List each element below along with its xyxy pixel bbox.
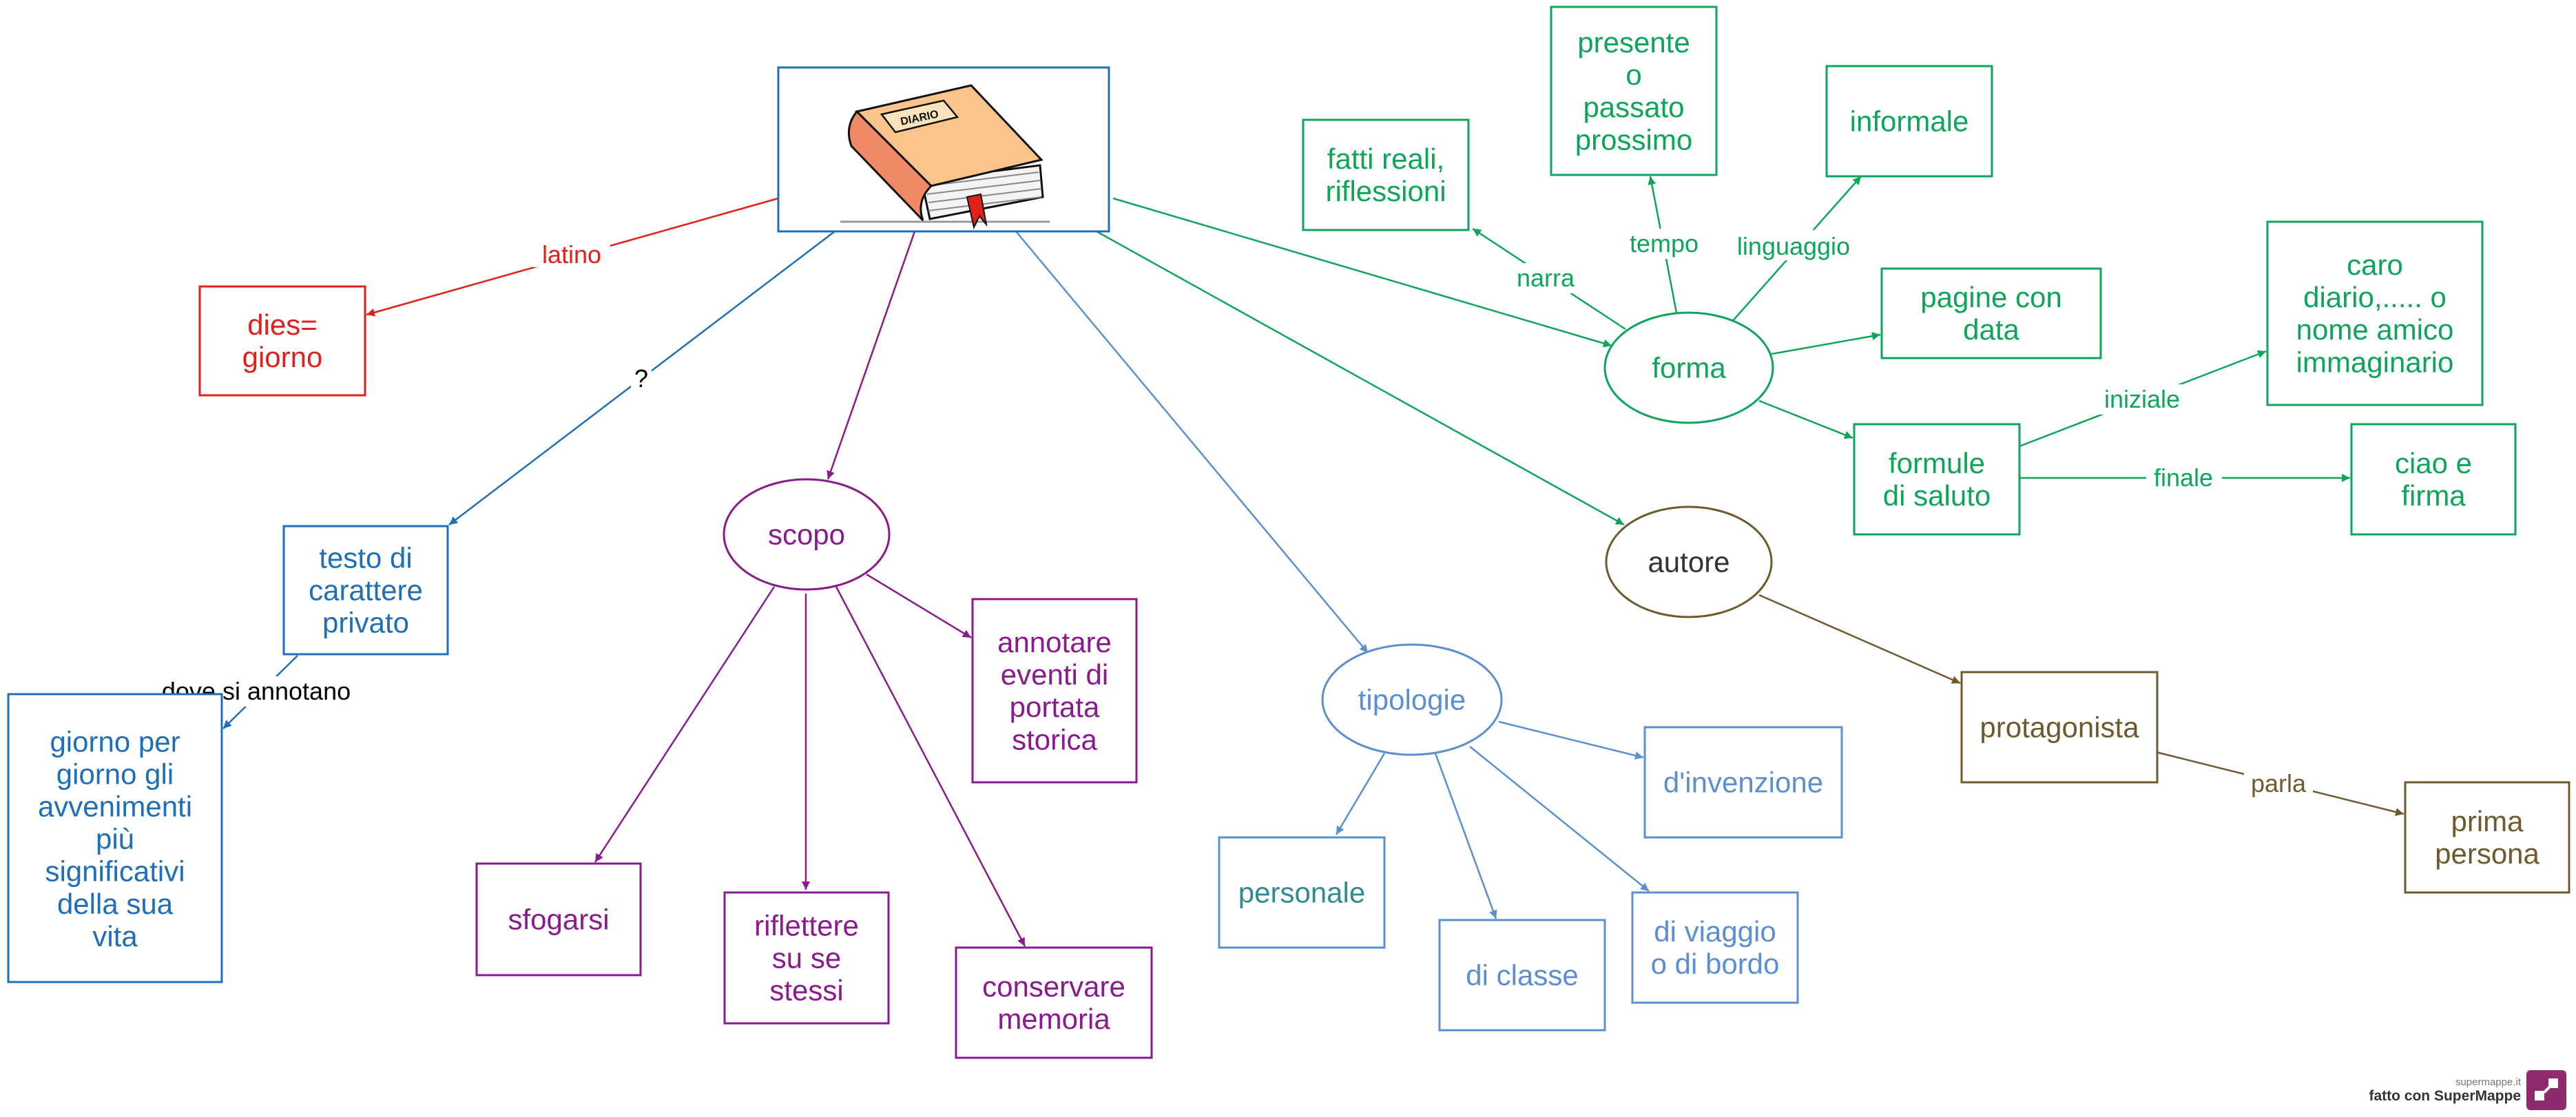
node-autore[interactable]: autore [1605, 505, 1773, 618]
node-informale[interactable]: informale [1825, 65, 1993, 178]
edge-tipologie-diclasse [1434, 753, 1497, 919]
link-label-parla: parla [2251, 769, 2307, 797]
node-forma[interactable]: forma [1603, 311, 1774, 424]
link-label-tempo: tempo [1630, 229, 1699, 258]
edge-forma-pagine [1771, 332, 1881, 355]
node-invenzione-label: d'invenzione [1663, 766, 1823, 799]
edge-diario-scopo [827, 231, 916, 480]
node-informale-label: informale [1850, 105, 1969, 138]
node-sfogarsi[interactable]: sfogarsi [475, 862, 642, 977]
edge-tipologie-invenzione [1498, 720, 1644, 760]
node-dies-label: dies=giorno [242, 309, 323, 373]
node-diclasse[interactable]: di classe [1438, 919, 1606, 1032]
node-forma-label: forma [1652, 352, 1726, 384]
node-protagonista[interactable]: protagonista [1960, 671, 2159, 784]
node-scopo-label: scopo [768, 519, 845, 551]
edge-scopo-sfogarsi [594, 586, 776, 863]
node-autore-label: autore [1648, 546, 1730, 578]
node-tipologie[interactable]: tipologie [1321, 643, 1503, 756]
link-label-narra: narra [1517, 264, 1575, 292]
footer-site: supermappe.it [2455, 1076, 2521, 1088]
node-personale[interactable]: personale [1218, 836, 1386, 949]
edge-diario-forma [1112, 197, 1612, 348]
link-label-finale: finale [2154, 463, 2213, 492]
node-sfogarsi-label: sfogarsi [508, 904, 609, 936]
link-label-latino: latino [542, 240, 601, 269]
node-invenzione[interactable]: d'invenzione [1643, 726, 1843, 839]
node-scopo[interactable]: scopo [723, 478, 891, 591]
link-label-question: ? [634, 364, 648, 393]
diary-book-icon: DIARIO [840, 84, 1050, 229]
edge-scopo-annotare [866, 573, 972, 639]
footer-made-with[interactable]: fatto con SuperMappe [2369, 1088, 2521, 1104]
edge-scopo-conservare [835, 586, 1026, 947]
node-fatti[interactable]: fatti reali,riflessioni [1302, 118, 1470, 231]
node-tipologie-label: tipologie [1358, 684, 1466, 716]
edge-tipologie-viaggio [1469, 746, 1650, 892]
node-protagonista-label: protagonista [1980, 711, 2139, 744]
link-label-linguaggio: linguaggio [1737, 232, 1850, 260]
link-labels: latino ? dove si annotano narra tempo li… [145, 229, 2313, 799]
node-diario[interactable]: DIARIO [777, 66, 1110, 233]
edge-diario-tipologie [1015, 231, 1369, 654]
link-label-iniziale: iniziale [2104, 385, 2180, 413]
node-dies[interactable]: dies=giorno [198, 285, 366, 397]
edge-tipologie-personale [1335, 753, 1386, 835]
supermappe-logo-icon[interactable] [2526, 1070, 2566, 1110]
footer-branding: supermappe.it fatto con SuperMappe [2369, 1076, 2521, 1105]
edge-diario-autore [1096, 230, 1625, 526]
node-personale-label: personale [1238, 877, 1365, 909]
node-diclasse-label: di classe [1466, 959, 1578, 992]
edge-autore-protagonista [1758, 594, 1961, 685]
edge-forma-formule [1758, 399, 1853, 439]
node-fatti-label: fatti reali,riflessioni [1325, 143, 1446, 207]
